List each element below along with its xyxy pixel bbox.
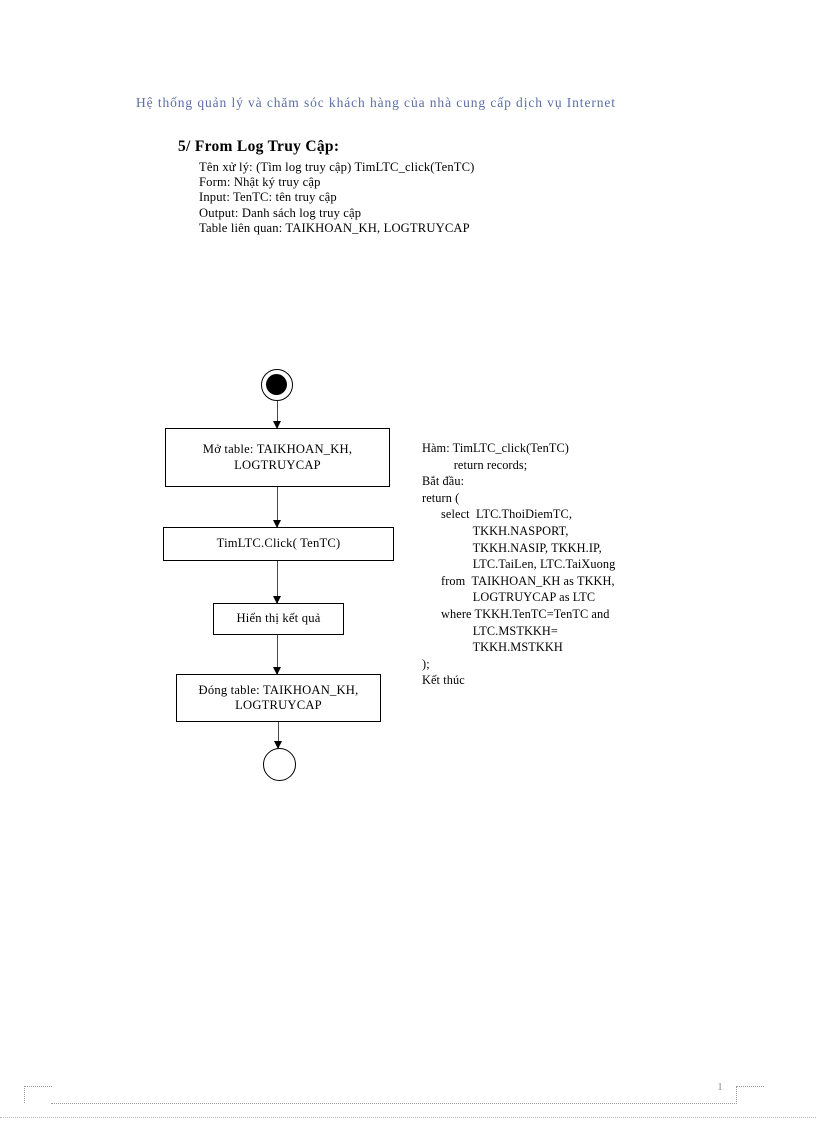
- spec-line-table-lien-quan: Table liên quan: TAIKHOAN_KH, LOGTRUYCAP: [199, 220, 470, 235]
- spec-line-form: Form: Nhật ký truy cập: [199, 175, 321, 190]
- flowchart-connector-close-to-end: [272, 722, 284, 749]
- spec-line-output: Output: Danh sách log truy cập: [199, 205, 362, 220]
- flowchart-end-node: [263, 748, 296, 781]
- pseudocode-line-8: from TAIKHOAN_KH as TKKH,: [422, 573, 615, 588]
- pseudocode-line-1: return records;: [422, 457, 528, 472]
- pseudocode-line-11: LTC.MSTKKH=: [422, 623, 558, 638]
- footer-rule-right-vertical: [736, 1086, 737, 1104]
- flowchart-node-display-result: Hiển thị kết quả: [213, 603, 344, 635]
- pseudocode-line-3: return (: [422, 490, 460, 505]
- pseudocode-block: Hàm: TimLTC_click(TenTC) return records;…: [422, 440, 722, 689]
- flowchart-node-open-table: Mở table: TAIKHOAN_KH, LOGTRUYCAP: [165, 428, 390, 487]
- pseudocode-line-12: TKKH.MSTKKH: [422, 640, 563, 655]
- pseudocode-line-13: );: [422, 656, 430, 671]
- footer-rule-baseline: [51, 1103, 737, 1104]
- flowchart-node-open-table-line2: LOGTRUYCAP: [234, 457, 321, 472]
- pseudocode-line-14: Kết thúc: [422, 673, 465, 688]
- flowchart-node-close-table: Đóng table: TAIKHOAN_KH, LOGTRUYCAP: [176, 674, 381, 722]
- specification-list: Tên xử lý: (Tìm log truy cập) TimLTC_cli…: [199, 160, 629, 236]
- flowchart-node-display-result-line1: Hiển thị kết quả: [236, 611, 321, 626]
- section-heading: 5/ From Log Truy Cập:: [178, 138, 340, 155]
- flowchart-node-close-table-line2: LOGTRUYCAP: [235, 698, 322, 712]
- footer-rule-left-vertical: [24, 1086, 25, 1103]
- flowchart-connector-call-to-show: [271, 561, 283, 604]
- footer-rule: [24, 1086, 764, 1104]
- flowchart-start-node: [261, 369, 293, 401]
- flowchart-connector-open-to-call: [271, 487, 283, 528]
- pseudocode-line-6: TKKH.NASIP, TKKH.IP,: [422, 540, 602, 555]
- flowchart-node-timltc-click: TimLTC.Click( TenTC): [163, 527, 394, 561]
- flowchart-node-timltc-click-line1: TimLTC.Click( TenTC): [216, 536, 341, 551]
- pseudocode-line-4: select LTC.ThoiDiemTC,: [422, 507, 572, 522]
- pseudocode-line-7: LTC.TaiLen, LTC.TaiXuong: [422, 557, 616, 572]
- flowchart-node-close-table-line1: Đóng table: TAIKHOAN_KH,: [198, 682, 359, 697]
- footer-page-number: 1: [717, 1081, 723, 1093]
- spec-line-input: Input: TenTC: tên truy cập: [199, 190, 337, 205]
- footer-rule-left-horizontal: [24, 1086, 52, 1087]
- pseudocode-line-9: LOGTRUYCAP as LTC: [422, 590, 596, 605]
- footer-rule-right-horizontal: [736, 1086, 764, 1087]
- pseudocode-line-10: where TKKH.TenTC=TenTC and: [422, 606, 610, 621]
- spec-line-ten-xu-ly: Tên xử lý: (Tìm log truy cập) TimLTC_cli…: [199, 160, 475, 174]
- flowchart-node-open-table-line1: Mở table: TAIKHOAN_KH,: [202, 442, 353, 456]
- flowchart-connector-show-to-close: [271, 635, 283, 675]
- page-bottom-rule: [0, 1117, 816, 1118]
- document-running-header: Hệ thống quản lý và chăm sóc khách hàng …: [136, 95, 616, 110]
- pseudocode-line-2: Bắt đầu:: [422, 474, 465, 489]
- pseudocode-line-5: TKKH.NASPORT,: [422, 523, 569, 538]
- pseudocode-line-0: Hàm: TimLTC_click(TenTC): [422, 441, 569, 455]
- flowchart-connector-start-to-open: [271, 401, 283, 429]
